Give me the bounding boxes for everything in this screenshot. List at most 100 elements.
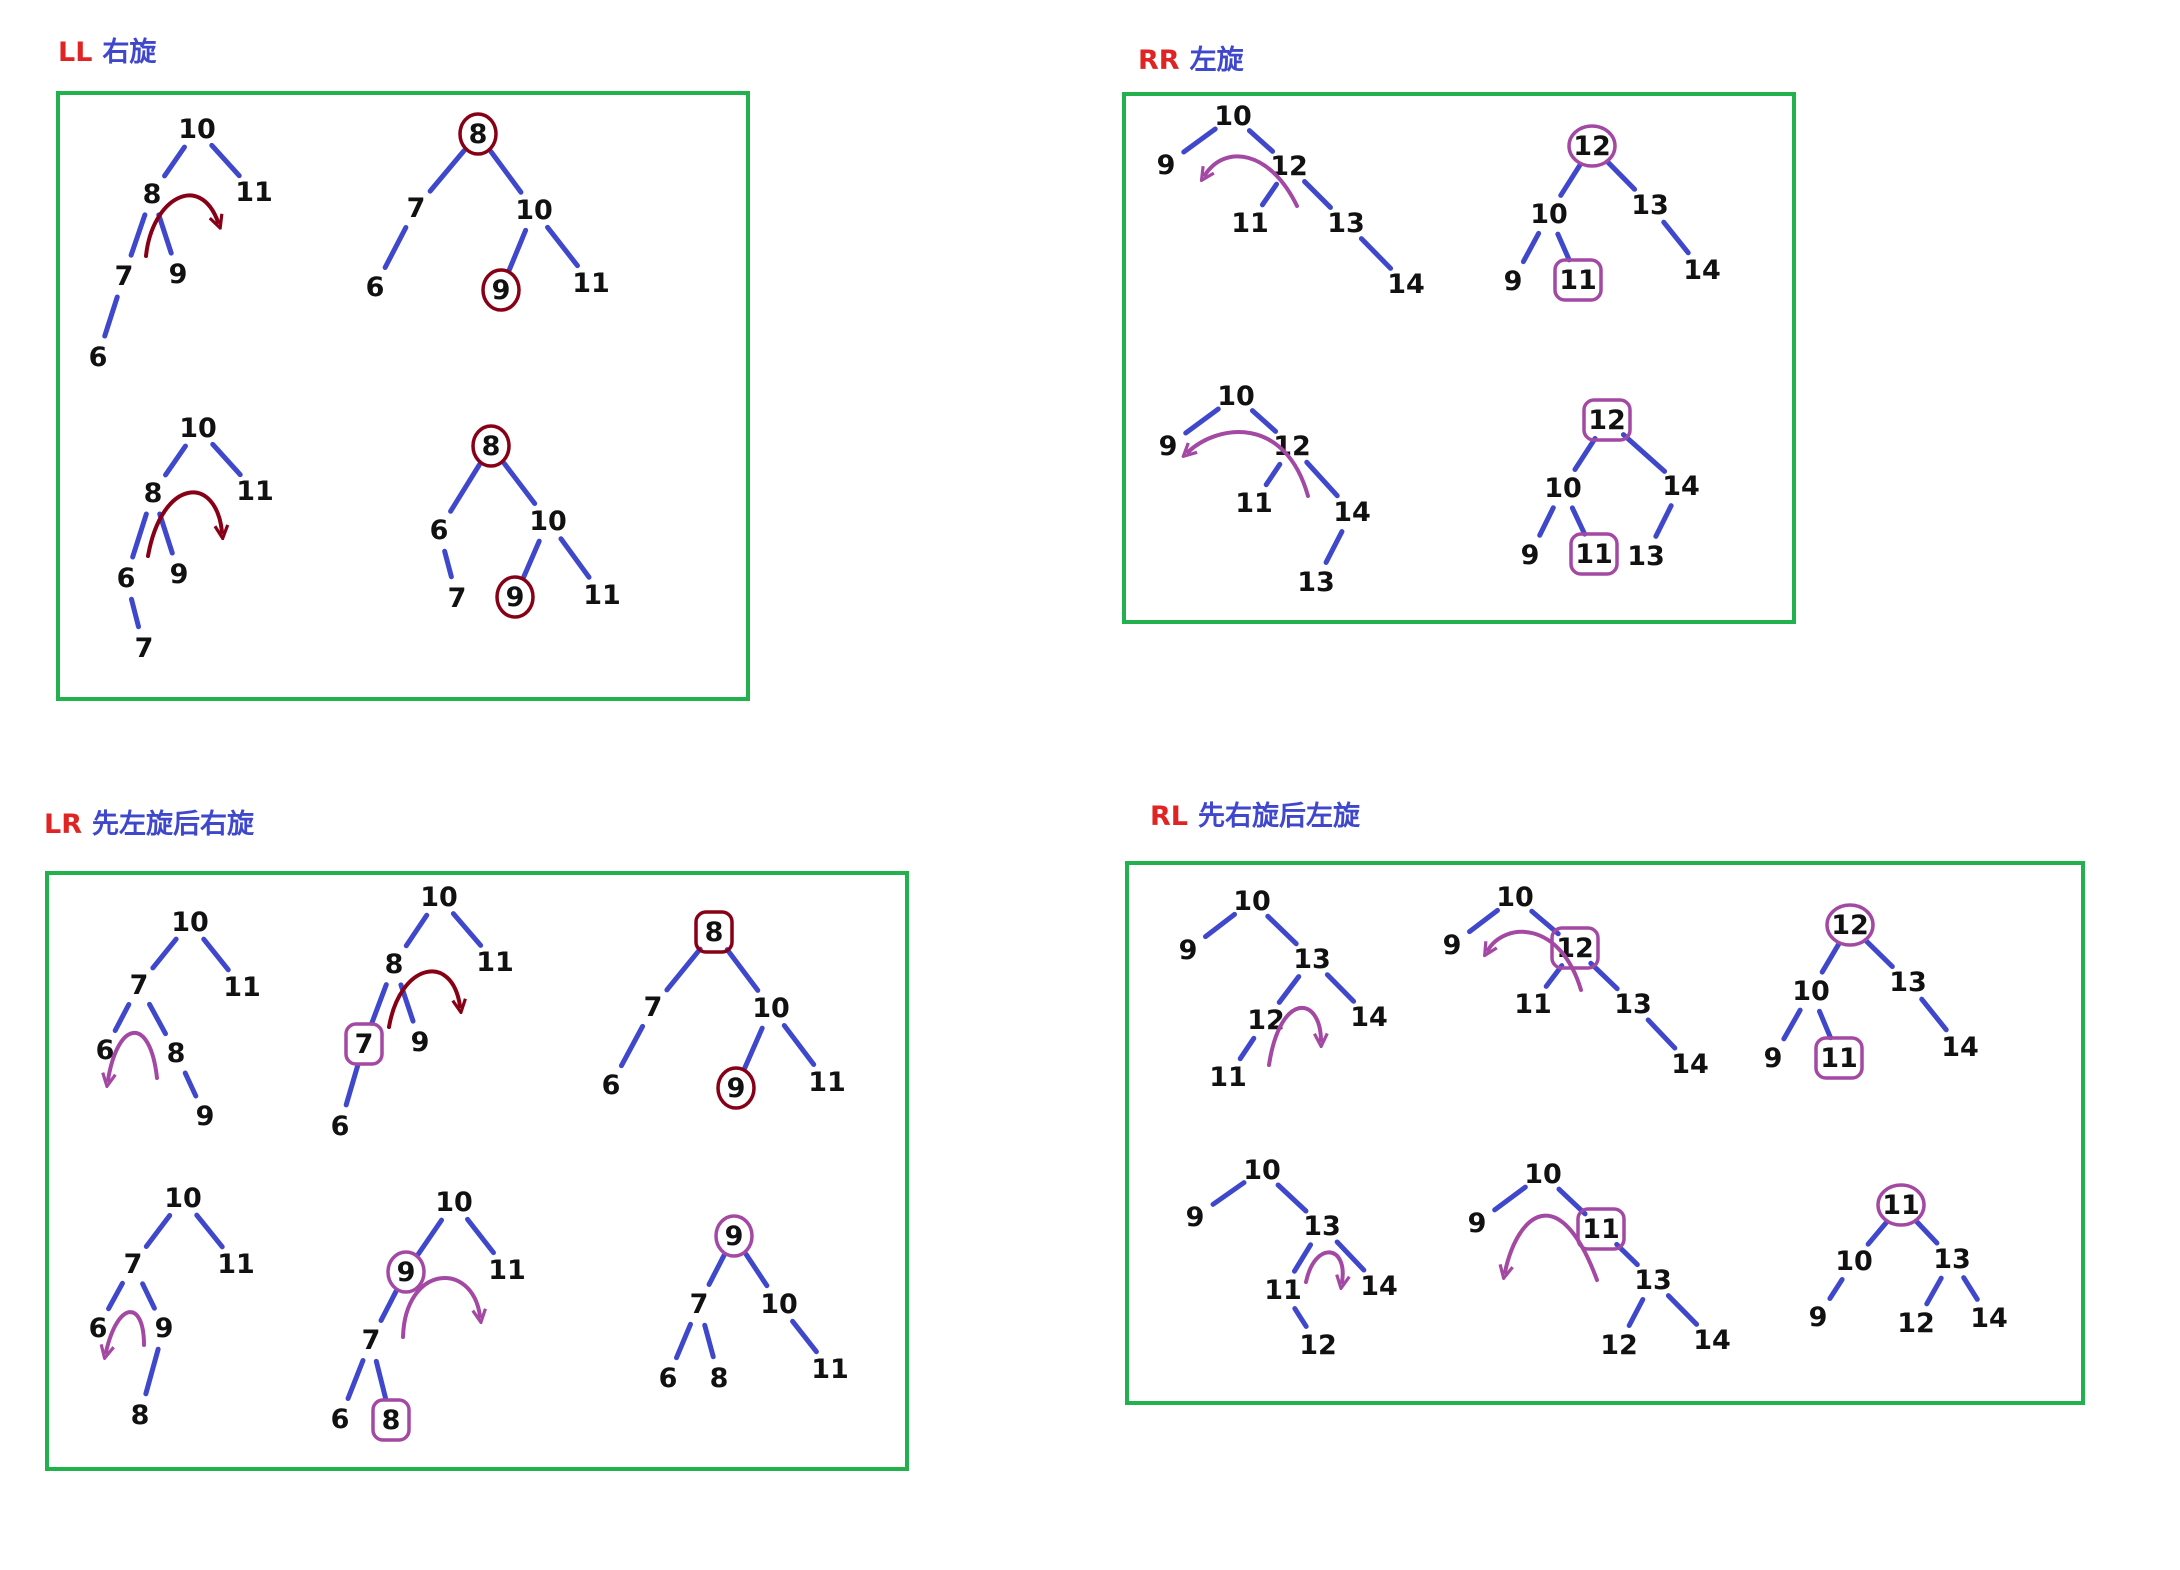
tree-node: 10: [420, 882, 458, 913]
rotation-arrow: [1304, 1250, 1343, 1282]
tree-node: 10: [435, 1187, 473, 1218]
tree-edge: [1358, 236, 1394, 271]
tree-node: 11: [236, 476, 274, 507]
tree-node: 10: [1496, 882, 1534, 913]
tree-edge: [501, 461, 538, 506]
tree-edge: [1816, 1008, 1834, 1041]
tree-edge: [1572, 435, 1598, 473]
tree-edge: [1246, 128, 1276, 154]
rotation-arrow: [1488, 929, 1583, 992]
tree-edge: [415, 1217, 445, 1257]
tree-edge: [1558, 162, 1583, 198]
tree-edge: [465, 1216, 496, 1256]
tree-node: 11: [217, 1249, 255, 1280]
tree-edge: [1249, 408, 1279, 434]
tree-node: 10: [1524, 1159, 1562, 1190]
tree-edge: [1661, 219, 1691, 256]
tree-node: 9: [1521, 540, 1540, 571]
tree-edge: [545, 224, 580, 269]
tree-node: 9: [1468, 1208, 1487, 1239]
tree-edge: [1265, 913, 1299, 947]
highlight-box: [344, 1022, 384, 1066]
highlight-box: [1550, 926, 1600, 970]
tree-edge: [140, 1281, 157, 1311]
tree-edge: [369, 982, 389, 1026]
tree-edge: [1604, 159, 1638, 192]
tree-node: 14: [1387, 269, 1425, 300]
tree-edge: [1556, 1186, 1588, 1217]
tree-node: 14: [1693, 1325, 1731, 1356]
tree-node: 8: [382, 1405, 401, 1436]
tree-edge: [1645, 1017, 1678, 1051]
tree-edge: [1291, 1242, 1314, 1274]
tree-node: 11: [1582, 1214, 1620, 1245]
tree-node: 12: [1897, 1308, 1935, 1339]
highlight-box: [694, 910, 734, 954]
tree-edge: [106, 1280, 125, 1312]
heading-rr-code: RR: [1138, 45, 1180, 76]
tree-edge: [781, 1023, 817, 1067]
tree-node: 9: [1157, 150, 1176, 181]
tree-node: 8: [482, 431, 501, 462]
highlight-circle: [386, 1250, 426, 1294]
tree-edge: [147, 1001, 168, 1037]
rotation-arrow: [1505, 1213, 1599, 1282]
highlight-circle: [458, 112, 498, 156]
panel-ll: [56, 91, 750, 701]
tree-node: 11: [223, 972, 261, 1003]
tree-edge: [1259, 181, 1280, 208]
tree-edge: [1210, 1180, 1247, 1207]
tree-edge: [1323, 529, 1345, 565]
tree-node: 9: [1504, 266, 1523, 297]
tree-node: 8: [385, 949, 404, 980]
tree-edge: [209, 142, 242, 179]
tree-edge: [143, 1346, 161, 1397]
panel-rr: [1122, 92, 1796, 624]
tree-edge: [156, 212, 174, 256]
tree-node: 10: [1792, 976, 1830, 1007]
tree-edge: [1263, 461, 1283, 488]
rotation-arrow: [1267, 1005, 1321, 1067]
tree-node: 10: [178, 114, 216, 145]
tree-edge: [345, 1357, 366, 1402]
tree-edge: [664, 946, 703, 993]
rotation-arrow: [1205, 154, 1299, 208]
tree-edge: [1665, 1293, 1700, 1327]
tree-node: 6: [366, 272, 385, 303]
tree-edge: [1202, 911, 1238, 940]
tree-edge: [742, 1025, 765, 1071]
tree-node: 13: [1634, 1265, 1672, 1296]
tree-node: 10: [1214, 101, 1252, 132]
heading-rr-description: 左旋: [1189, 45, 1244, 76]
tree-node: 13: [1631, 190, 1669, 221]
tree-edge: [201, 936, 231, 973]
tree-node: 11: [1559, 265, 1597, 296]
rotation-arrow: [146, 490, 222, 558]
tree-edge: [157, 511, 175, 556]
tree-node: 11: [1820, 1043, 1858, 1074]
tree-node: 11: [808, 1067, 846, 1098]
tree-edge: [1620, 432, 1668, 474]
tree-edge: [558, 536, 592, 580]
rotation-arrow: [387, 969, 460, 1029]
tree-edge: [1827, 1277, 1845, 1301]
tree-node: 10: [752, 993, 790, 1024]
highlight-circle: [471, 424, 511, 468]
tree-edge: [1919, 996, 1949, 1033]
tree-node: 14: [1671, 1049, 1709, 1080]
tree-edge: [162, 144, 187, 179]
tree-node: 9: [170, 559, 189, 590]
tree-node: 11: [235, 177, 273, 208]
tree-node: 10: [529, 506, 567, 537]
tree-node: 7: [644, 992, 663, 1023]
tree-node: 10: [1530, 199, 1568, 230]
tree-node: 9: [1159, 431, 1178, 462]
tree-edge: [373, 1358, 389, 1402]
